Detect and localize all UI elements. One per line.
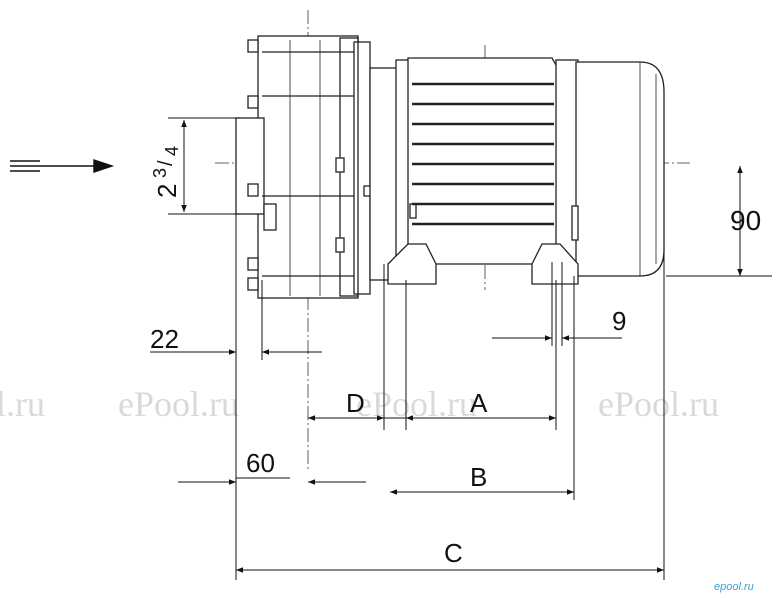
dim-d-a (308, 264, 557, 430)
dim-offset (150, 214, 322, 580)
dim-foot-label: 9 (612, 306, 626, 336)
dim-c (236, 250, 665, 580)
dim-d-label: D (346, 388, 365, 418)
watermark-1: l.ru (0, 384, 45, 424)
dim-offset-label: 22 (150, 324, 179, 354)
dim-b (390, 276, 575, 500)
watermark-4: ePool.ru (598, 384, 719, 424)
dim-spacing (178, 477, 366, 485)
motor (369, 57, 665, 285)
dim-height-label: 90 (730, 205, 761, 236)
dim-height (666, 166, 772, 277)
watermarks: l.ru ePool.ru ePool.ru ePool.ru (0, 384, 719, 424)
watermark-2: ePool.ru (118, 384, 239, 424)
dim-spacing-label: 60 (246, 448, 275, 478)
brand-logo: epool.ru (714, 581, 754, 593)
pump-head (235, 35, 375, 299)
dim-a-label: A (470, 388, 488, 418)
inlet-size-label: 2 3 / 4 (150, 146, 182, 198)
svg-text:/: / (155, 160, 177, 166)
inlet-size-numerator: 3 (150, 168, 170, 178)
dim-foot (492, 262, 622, 346)
dim-inlet-size (168, 117, 240, 215)
inlet-size-denominator: 4 (162, 146, 182, 156)
dim-c-label: C (444, 538, 463, 568)
dim-b-label: B (470, 462, 487, 492)
inlet-flow-arrow (10, 159, 115, 173)
inlet-size-whole: 2 (152, 184, 182, 198)
